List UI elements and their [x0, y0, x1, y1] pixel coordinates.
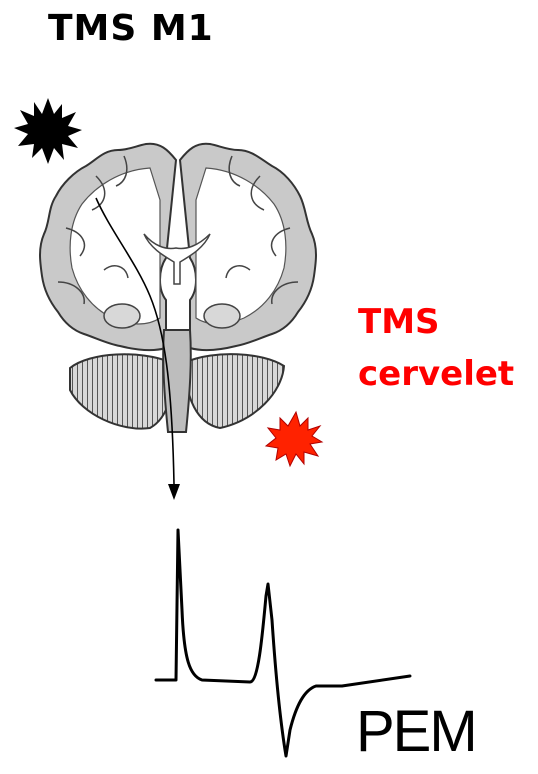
- pem-waveform: [156, 530, 410, 756]
- starburst-icon: [266, 412, 322, 466]
- starburst-icon: [14, 98, 82, 164]
- brain-coronal-section: [40, 144, 316, 432]
- brainstem: [163, 330, 191, 432]
- cerebral-hemispheres: [40, 144, 316, 350]
